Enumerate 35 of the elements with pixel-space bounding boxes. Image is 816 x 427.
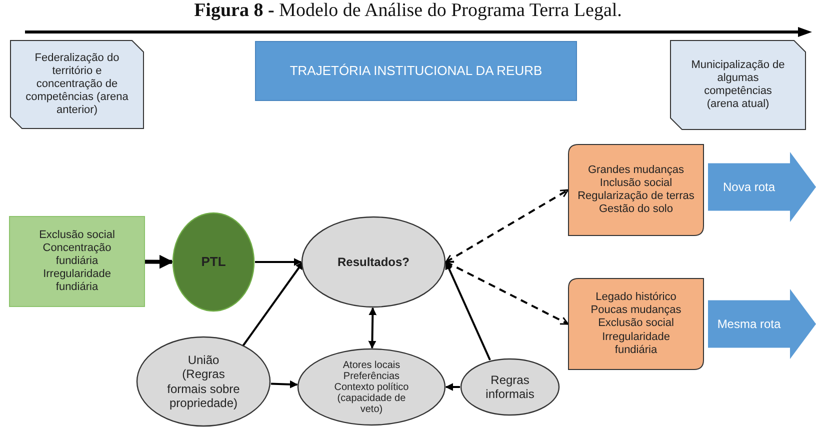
node-text: Resultados? xyxy=(337,254,410,270)
actor-ellipse xyxy=(136,336,271,427)
node-text: Mesma rota xyxy=(717,316,781,332)
outcome-box xyxy=(568,278,704,370)
node-text: TRAJETÓRIA INSTITUCIONAL DA REURB xyxy=(290,63,542,79)
arrow xyxy=(445,383,460,391)
node-text: Federalização do território e concentração de competências (arena anterior) xyxy=(24,52,130,118)
node-text: PTL xyxy=(201,254,226,270)
rules-ellipse xyxy=(460,358,560,416)
node-text: Atores locais Preferências Contexto político (capacidade de veto) xyxy=(333,360,410,414)
arrow xyxy=(145,254,174,269)
arrow xyxy=(255,258,302,266)
note-box xyxy=(670,40,806,130)
dashed-arrow xyxy=(445,261,569,325)
arrow xyxy=(270,380,298,388)
arrow-shape xyxy=(708,289,816,359)
arrow-shape xyxy=(708,152,816,222)
arrow xyxy=(368,307,377,349)
node-text: União (Regras formais sobre propriedade) xyxy=(166,352,241,410)
node-text: Exclusão social Concentração fundiária Irregularidade fundiária xyxy=(39,228,115,294)
node-text: Nova rota xyxy=(722,180,776,194)
figure-title: Figura 8 - Modelo de Análise do Programa Terra Legal. xyxy=(193,0,623,22)
note-box xyxy=(10,40,144,129)
dashed-arrow xyxy=(445,189,569,263)
node-text: Regras informais xyxy=(484,372,536,402)
actor-ellipse xyxy=(297,348,446,426)
node-text: Legado histórico Poucas mudanças Exclusão social Irregularidade fundiária xyxy=(590,291,682,357)
title-banner xyxy=(255,41,577,101)
arrow xyxy=(445,261,491,360)
program-ellipse xyxy=(172,212,255,312)
node-text: Grandes mudanças Inclusão social Regularização de terras Gestão do solo xyxy=(576,164,696,216)
result-ellipse xyxy=(301,216,446,308)
input-box xyxy=(9,216,145,307)
outcome-box xyxy=(568,144,704,236)
node-text: Municipalização de algumas competências (arena atual) xyxy=(690,58,786,112)
